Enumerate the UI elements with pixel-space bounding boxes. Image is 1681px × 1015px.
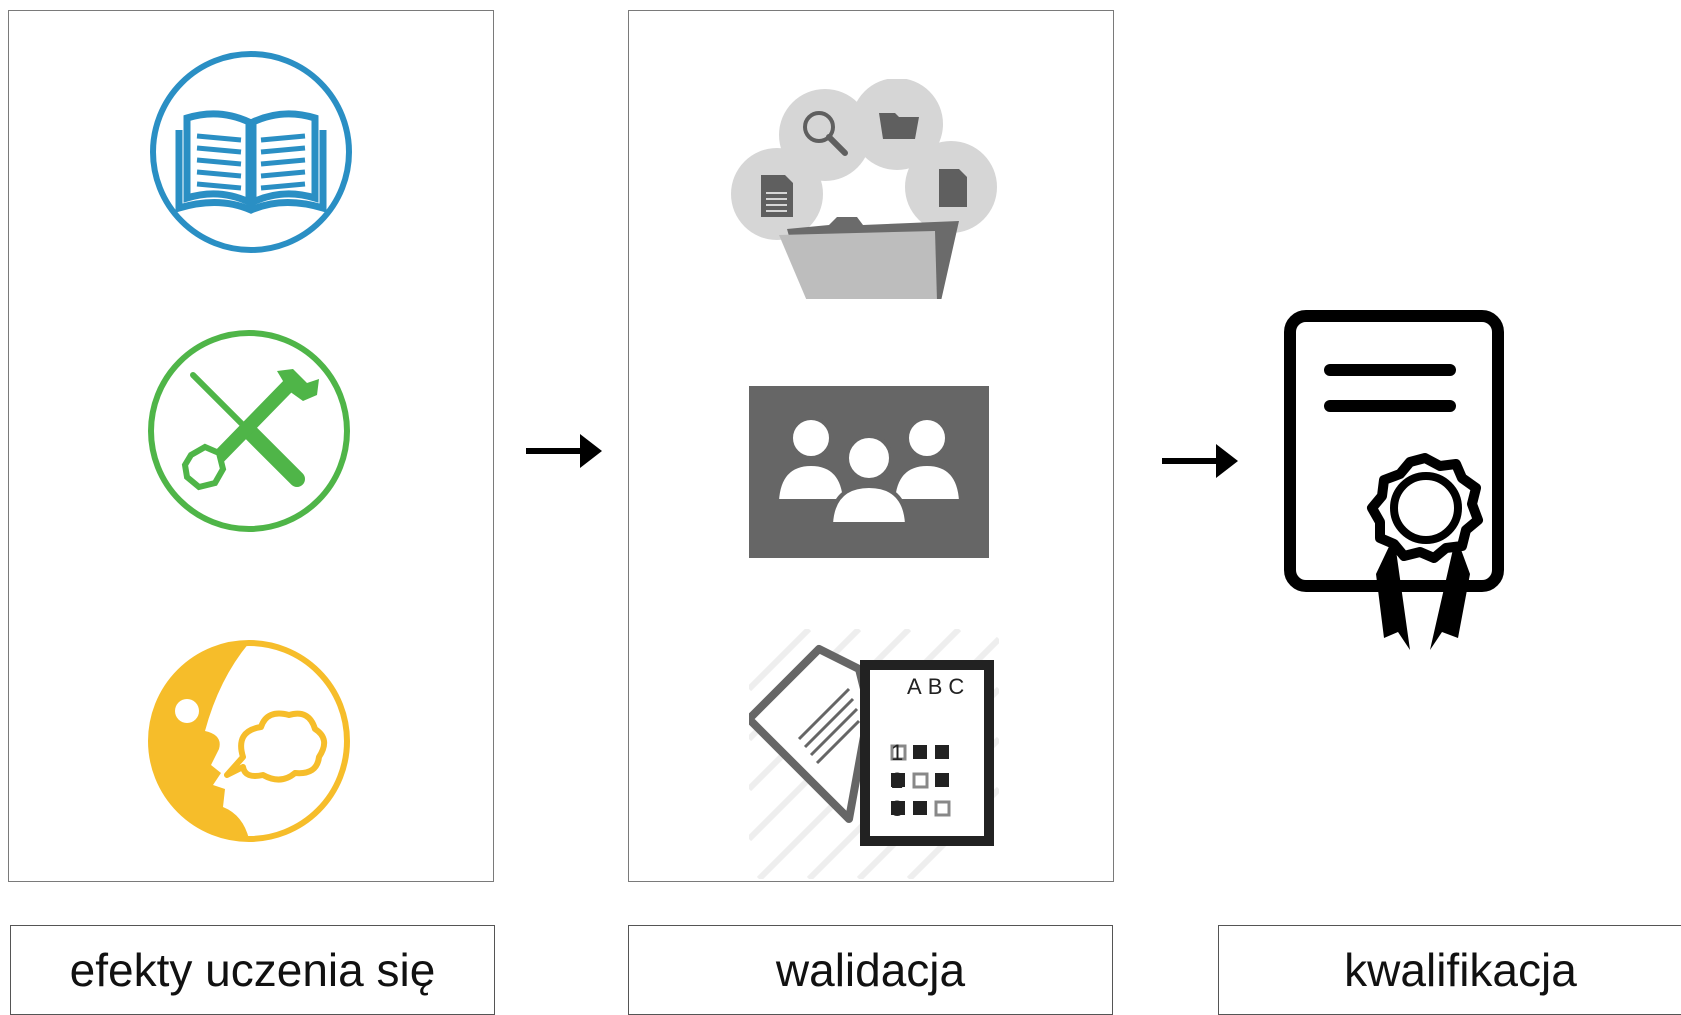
stage-label-validation: walidacja [628,925,1113,1015]
test-sheet-icon [749,629,999,879]
speaking-icon [148,640,350,842]
column-label: B [927,674,949,699]
test-sheet-columns: ABC [907,674,1007,700]
column-label: C [948,674,971,699]
group-icon [749,386,989,558]
certificate-icon [1284,310,1504,650]
test-sheet-rows: 1 2 3 [891,739,903,823]
row-label: 1 [891,740,904,765]
tools-icon [148,330,350,532]
stage-label-learning-outcomes: efekty uczenia się [10,925,495,1015]
arrow-right-icon [1162,444,1238,478]
row-label: 3 [891,796,904,821]
validation-panel: ABC 1 2 3 [628,10,1114,882]
row-label: 2 [891,768,904,793]
learning-outcomes-panel [8,10,494,882]
arrow-right-icon [526,434,602,468]
documents-folder-icon [731,79,997,299]
column-label: A [907,674,928,699]
book-icon [150,51,352,253]
stage-label-qualification: kwalifikacja [1218,925,1681,1015]
